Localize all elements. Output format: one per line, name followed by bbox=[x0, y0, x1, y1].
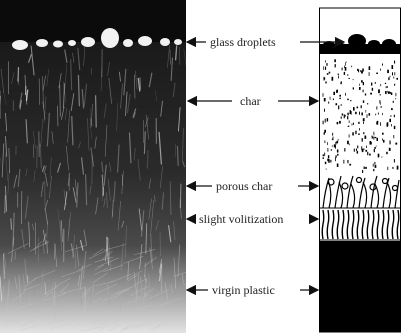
label-slight-volitization: slight volitization bbox=[199, 212, 283, 226]
label-virgin-plastic: virgin plastic bbox=[212, 283, 275, 297]
label-char: char bbox=[240, 94, 261, 108]
label-porous-char: porous char bbox=[216, 179, 272, 193]
label-glass-droplets: glass droplets bbox=[210, 35, 276, 49]
